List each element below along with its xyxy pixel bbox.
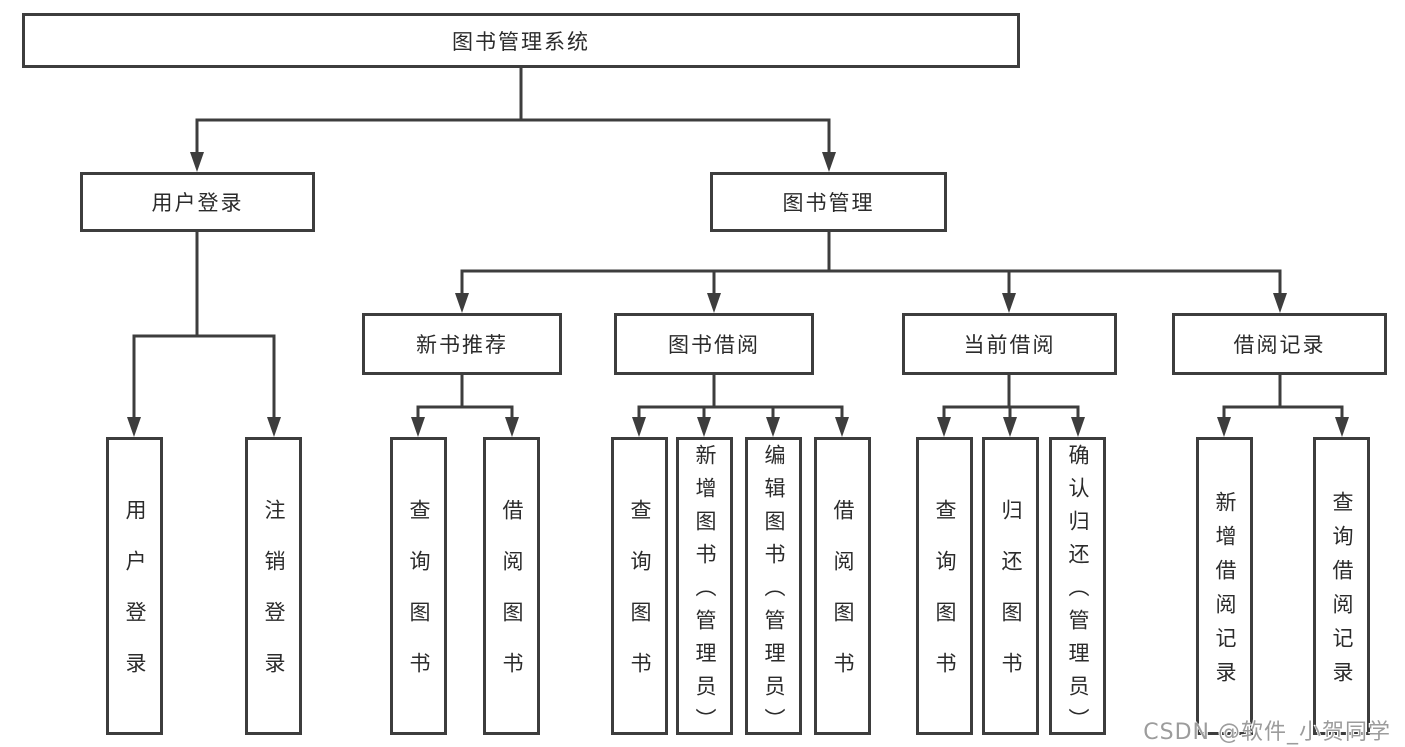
leaf-borrow-books: 借阅图书	[814, 437, 871, 735]
node-library-management-system: 图书管理系统	[22, 13, 1020, 68]
leaf-add-book-admin: 新增图书（管理员）	[676, 437, 733, 741]
leaf-confirm-return-admin: 确认归还（管理员）	[1049, 437, 1106, 741]
node-label: 用户登录	[151, 191, 244, 215]
node-label: 新书推荐	[416, 333, 508, 357]
leaf-query-books-borrow: 查询图书	[611, 437, 668, 735]
leaf-label: 归还图书	[999, 499, 1023, 703]
leaf-label: 查询借阅记录	[1330, 490, 1354, 695]
leaf-user-login: 用户登录	[106, 437, 163, 735]
arrowheads	[127, 152, 1349, 437]
node-user-login: 用户登录	[80, 172, 315, 232]
node-book-management: 图书管理	[710, 172, 947, 232]
leaf-label: 查询图书	[628, 499, 652, 703]
leaf-label: 新增借阅记录	[1213, 490, 1237, 695]
leaf-label: 借阅图书	[831, 499, 855, 703]
leaf-logout: 注销登录	[245, 437, 302, 735]
leaf-label: 编辑图书（管理员）	[762, 443, 786, 741]
csdn-watermark: CSDN @软件_小贺同学	[1143, 720, 1391, 745]
leaf-query-books-recommend: 查询图书	[390, 437, 447, 735]
leaf-label: 用户登录	[123, 499, 147, 703]
leaf-return-book: 归还图书	[982, 437, 1039, 735]
node-current-borrowing: 当前借阅	[902, 313, 1117, 375]
node-label: 当前借阅	[963, 333, 1056, 357]
node-new-book-recommendation: 新书推荐	[362, 313, 562, 375]
leaf-label: 确认归还（管理员）	[1066, 443, 1090, 741]
leaf-label: 新增图书（管理员）	[693, 443, 717, 741]
leaf-query-borrow-record: 查询借阅记录	[1313, 437, 1370, 735]
node-label: 图书管理	[782, 191, 875, 215]
node-label: 借阅记录	[1233, 333, 1326, 357]
node-book-borrowing: 图书借阅	[614, 313, 814, 375]
leaf-label: 注销登录	[262, 499, 286, 703]
leaf-query-books-current: 查询图书	[916, 437, 973, 735]
leaf-label: 查询图书	[407, 499, 431, 703]
leaf-edit-book-admin: 编辑图书（管理员）	[745, 437, 802, 741]
leaf-label: 借阅图书	[500, 499, 524, 703]
node-label: 图书借阅	[668, 333, 760, 357]
leaf-borrow-books-recommend: 借阅图书	[483, 437, 540, 735]
leaf-label: 查询图书	[933, 499, 957, 703]
node-borrowing-records: 借阅记录	[1172, 313, 1387, 375]
node-label: 图书管理系统	[452, 29, 590, 54]
leaf-add-borrow-record: 新增借阅记录	[1196, 437, 1253, 735]
